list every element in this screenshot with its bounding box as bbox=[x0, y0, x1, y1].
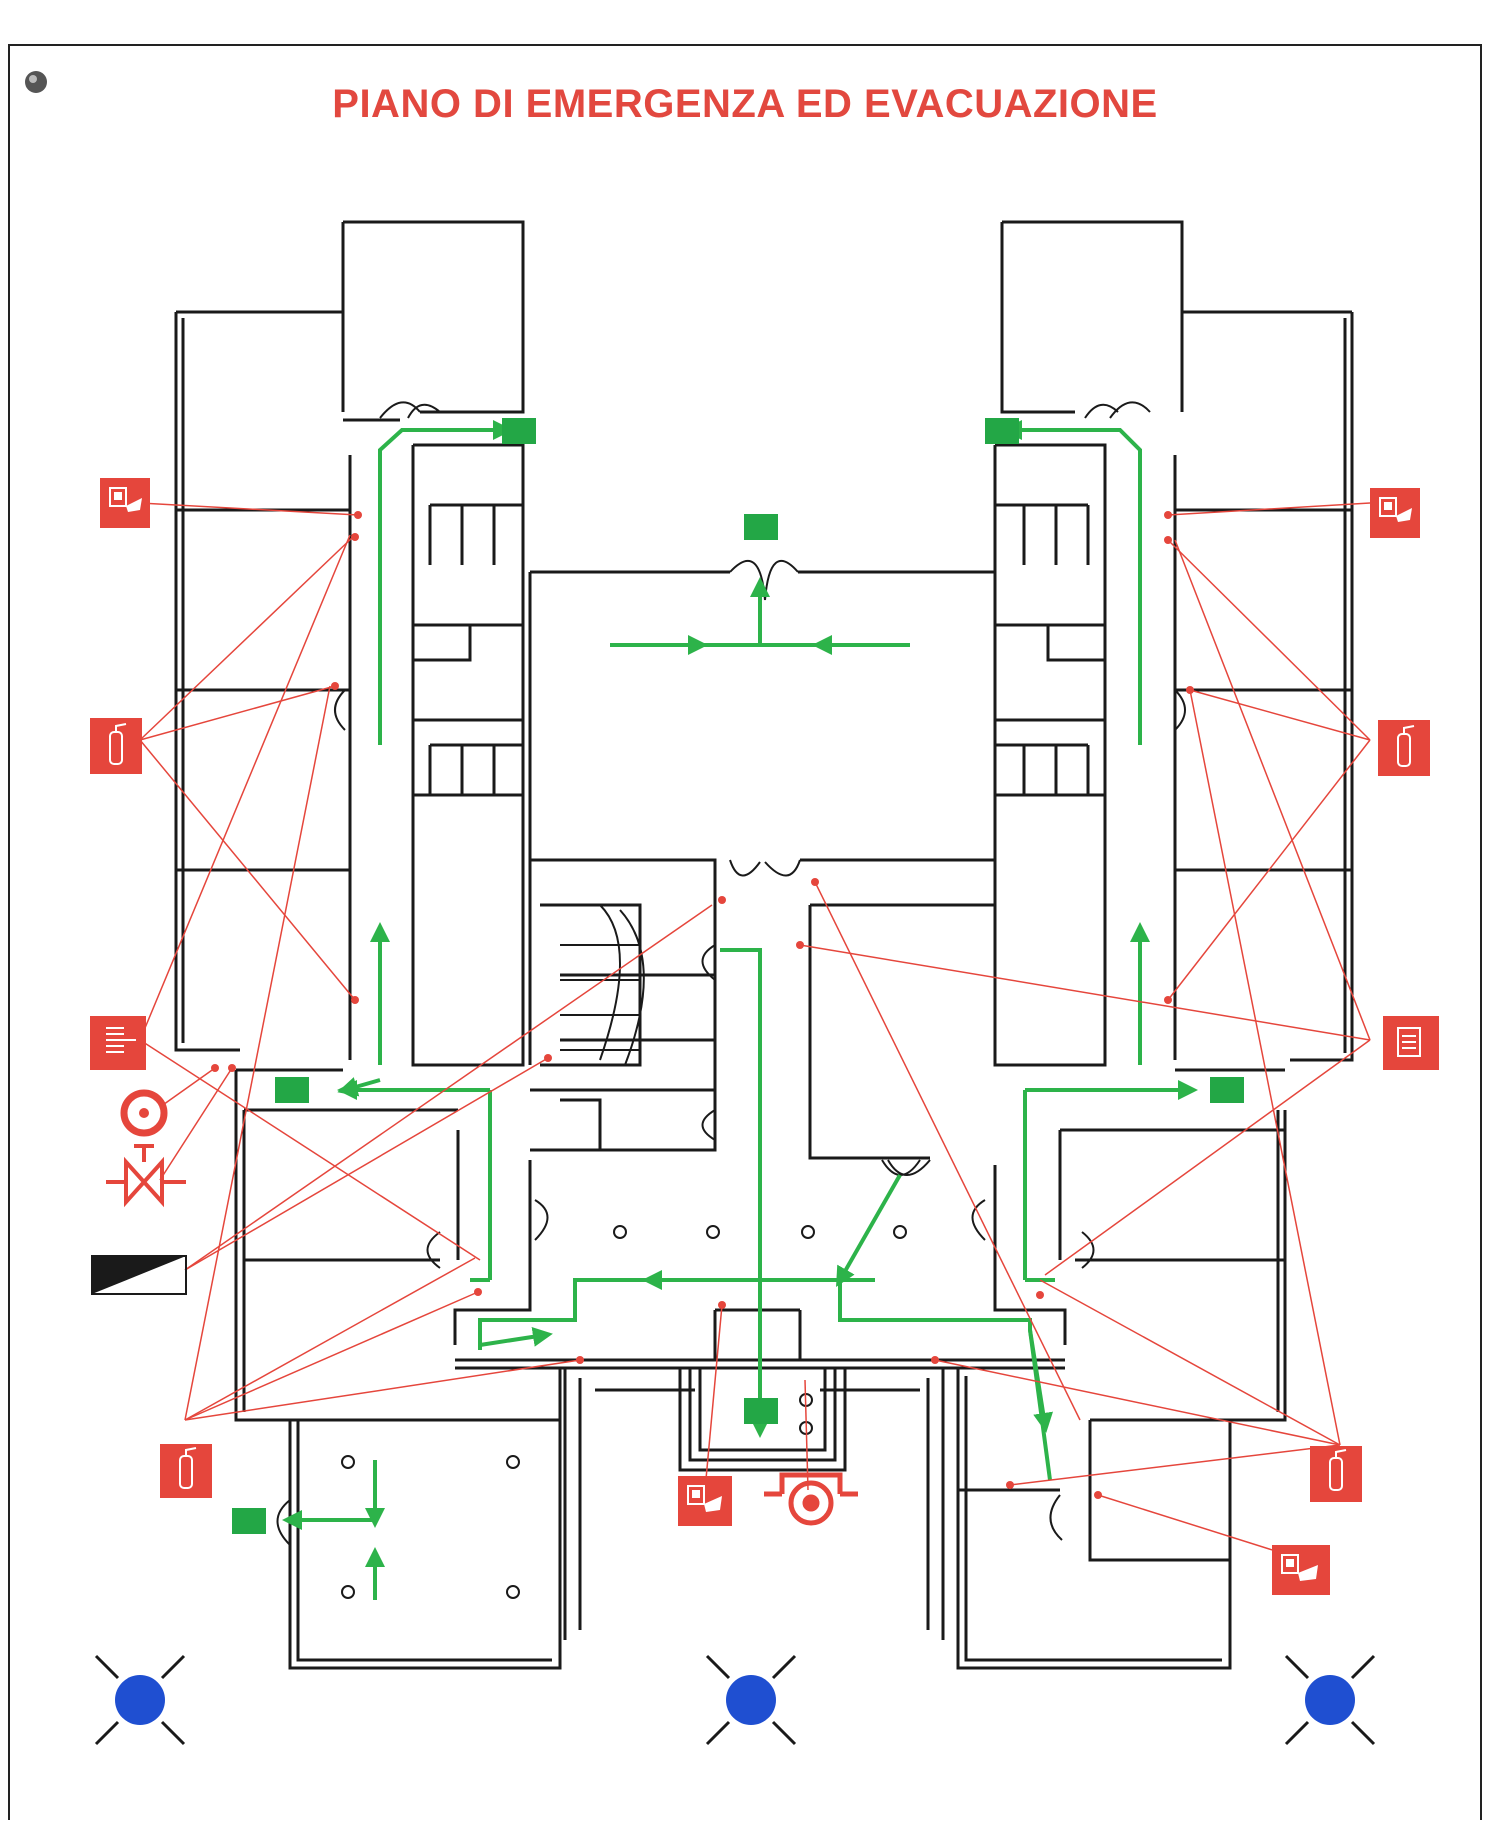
exit-sign-icon bbox=[502, 418, 536, 444]
doors bbox=[276, 401, 1186, 1546]
assembly-point-left bbox=[94, 1654, 186, 1746]
valve-symbol bbox=[106, 1144, 186, 1208]
columns bbox=[341, 1225, 907, 1599]
extinguisher-sign-right bbox=[1378, 720, 1430, 776]
extinguisher-sign-bottom-left bbox=[160, 1444, 212, 1498]
exit-sign-icon bbox=[275, 1077, 309, 1103]
mounting-pin bbox=[25, 71, 47, 93]
fire-alarm-button-icon bbox=[1272, 1545, 1330, 1595]
assembly-point-icon bbox=[115, 1675, 165, 1725]
assembly-point-center bbox=[705, 1654, 797, 1746]
exit-sign-icon bbox=[985, 418, 1019, 444]
fire-alarm-sign-bottom-right bbox=[1272, 1545, 1330, 1595]
exit-sign-icon bbox=[232, 1508, 266, 1534]
building-walls bbox=[174, 220, 1354, 1670]
escape-routes bbox=[282, 420, 1198, 1600]
siren-icon bbox=[764, 1472, 858, 1497]
fire-alarm-sign-bottom-center bbox=[678, 1476, 732, 1526]
left-staircase bbox=[560, 904, 645, 1066]
hydrant-symbol bbox=[120, 1089, 168, 1137]
assembly-point-icon bbox=[726, 1675, 776, 1725]
assembly-point-icon bbox=[1305, 1675, 1355, 1725]
fire-hydrant-icon bbox=[120, 1089, 168, 1137]
assembly-point-right bbox=[1284, 1654, 1376, 1746]
hose-reel-sign-right bbox=[1383, 1016, 1439, 1070]
plan-title: PIANO DI EMERGENZA ED EVACUAZIONE bbox=[332, 82, 1158, 126]
hose-reel-sign-left bbox=[90, 1016, 146, 1070]
fire-hose-reel-icon bbox=[90, 1016, 146, 1070]
emergency-exit-signs bbox=[232, 418, 1244, 1534]
plan-frame bbox=[8, 44, 1482, 1820]
extinguisher-sign-bottom-right bbox=[1310, 1446, 1362, 1502]
equipment-location-dots bbox=[211, 511, 1194, 1499]
extinguisher-sign-left bbox=[90, 718, 142, 774]
exit-sign-icon bbox=[1210, 1077, 1244, 1103]
electrical-panel-symbol bbox=[91, 1255, 187, 1295]
fire-alarm-sign-right-top bbox=[1370, 488, 1420, 538]
exit-sign-icon bbox=[744, 1398, 778, 1424]
siren-symbol bbox=[764, 1472, 858, 1526]
exit-sign-icon bbox=[744, 514, 778, 540]
equipment-leader-lines bbox=[139, 502, 1371, 1566]
shutoff-valve-icon bbox=[106, 1156, 186, 1208]
fire-alarm-sign-left-top bbox=[100, 478, 150, 528]
